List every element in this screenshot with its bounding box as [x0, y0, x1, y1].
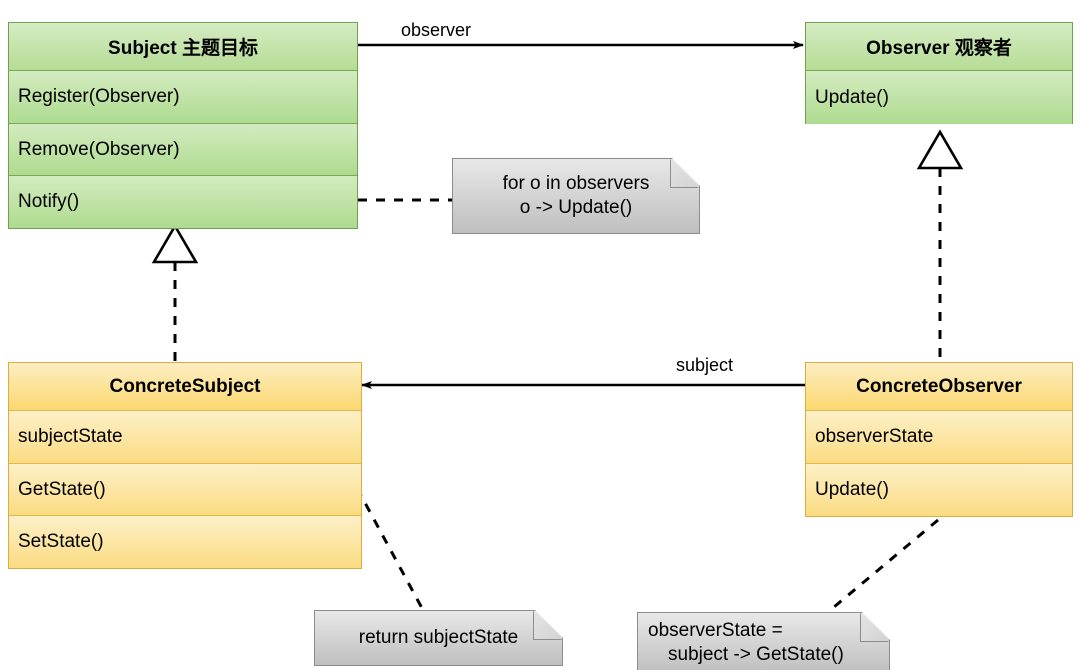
class-member-subject-remove: Remove(Observer): [9, 124, 357, 176]
class-box-subject[interactable]: Subject 主题目标 Register(Observer) Remove(O…: [8, 22, 358, 229]
edge-concretesubject-realizes-subject: [151, 223, 199, 370]
class-title-subject: Subject 主题目标: [9, 23, 357, 71]
note-notify-line1: for o in observers: [502, 172, 650, 194]
class-member-concreteobserver-observerstate: observerState: [806, 411, 1072, 464]
edge-label-subject: subject: [676, 355, 734, 375]
note-fold-corner-icon: [670, 159, 699, 188]
note-notify-line2: o -> Update(): [519, 197, 633, 218]
edge-concreteobserver-realizes-observer: [916, 129, 964, 370]
note-fold-corner-icon: [533, 611, 562, 640]
note-fold-corner-icon: [860, 613, 889, 642]
edge-getstate-to-note: [355, 487, 425, 611]
note-getstate-body[interactable]: return subjectState: [314, 610, 563, 666]
note-notify-body[interactable]: for o in observers o -> Update(): [452, 158, 700, 234]
class-title-concretesubject: ConcreteSubject: [9, 363, 361, 411]
class-member-subject-register: Register(Observer): [9, 71, 357, 124]
edge-label-observer: observer: [401, 20, 472, 40]
class-box-concretesubject[interactable]: ConcreteSubject subjectState GetState() …: [8, 362, 362, 569]
class-title-concreteobserver: ConcreteObserver: [806, 363, 1072, 411]
edge-update-to-note: [827, 518, 939, 614]
class-member-subject-notify: Notify(): [9, 176, 357, 228]
class-member-observer-update: Update(): [806, 71, 1072, 124]
class-title-observer: Observer 观察者: [806, 23, 1072, 71]
class-member-concreteobserver-update: Update(): [806, 464, 1072, 516]
class-member-concretesubject-subjectstate: subjectState: [9, 411, 361, 464]
note-update-line1: observerState =: [648, 619, 783, 641]
class-member-concretesubject-getstate: GetState(): [9, 464, 361, 516]
class-box-concreteobserver[interactable]: ConcreteObserver observerState Update(): [805, 362, 1073, 517]
class-member-concretesubject-setstate: SetState(): [9, 516, 361, 568]
note-update-body[interactable]: observerState = subject -> GetState(): [637, 612, 890, 670]
note-getstate-line1: return subjectState: [358, 626, 519, 648]
class-box-observer[interactable]: Observer 观察者 Update(): [805, 22, 1073, 124]
note-update-line2: subject -> GetState(): [668, 644, 844, 665]
